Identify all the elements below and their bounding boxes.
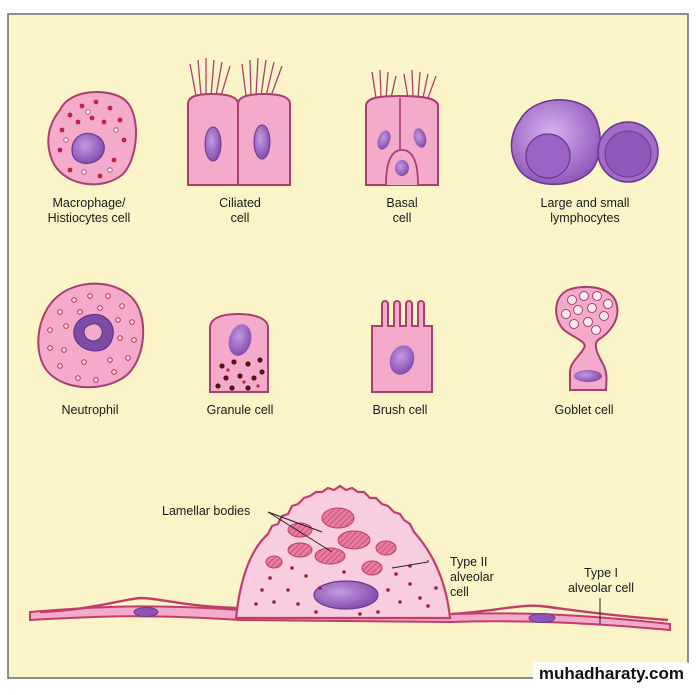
label-ciliated-line2: cell — [230, 211, 250, 225]
label-lymph-line2: lymphocytes — [550, 211, 620, 225]
label-neutrophil: Neutrophil — [61, 403, 119, 417]
label-type1: Type I alveolar cell — [556, 566, 646, 596]
granule-cell — [209, 312, 269, 393]
label-goblet: Goblet cell — [554, 403, 614, 417]
label-brush: Brush cell — [372, 403, 428, 417]
ciliated-cell — [187, 57, 291, 186]
label-macrophage: Macrophage/ Histiocytes cell — [30, 196, 148, 226]
lymphocytes — [510, 99, 659, 186]
label-basal-line2: cell — [392, 211, 412, 225]
label-basal-line1: Basal — [386, 196, 418, 210]
brush-cell — [371, 300, 433, 393]
label-ciliated: Ciliated cell — [200, 196, 280, 226]
watermark: muhadharaty.com — [532, 662, 690, 686]
label-type2-line3: cell — [450, 585, 469, 599]
label-type2-line1: Type II — [450, 555, 488, 569]
label-macrophage-line1: Macrophage/ — [52, 196, 126, 210]
label-type1-line2: alveolar cell — [567, 581, 634, 595]
label-lymphocytes: Large and small lymphocytes — [520, 196, 650, 226]
label-lymph-line1: Large and small — [540, 196, 630, 210]
label-granule: Granule cell — [206, 403, 274, 417]
label-basal: Basal cell — [362, 196, 442, 226]
label-type1-line1: Type I — [583, 566, 619, 580]
basal-cell — [365, 69, 439, 186]
neutrophil-cell — [37, 282, 145, 389]
label-lamellar-bodies: Lamellar bodies — [162, 504, 251, 518]
label-macrophage-line2: Histiocytes cell — [47, 211, 131, 225]
label-type2: Type II alveolar cell — [450, 555, 520, 600]
alveolar-cells — [29, 484, 671, 632]
label-type2-line2: alveolar — [450, 570, 494, 584]
label-ciliated-line1: Ciliated — [219, 196, 261, 210]
goblet-cell — [555, 285, 619, 391]
macrophage-cell — [47, 91, 137, 186]
